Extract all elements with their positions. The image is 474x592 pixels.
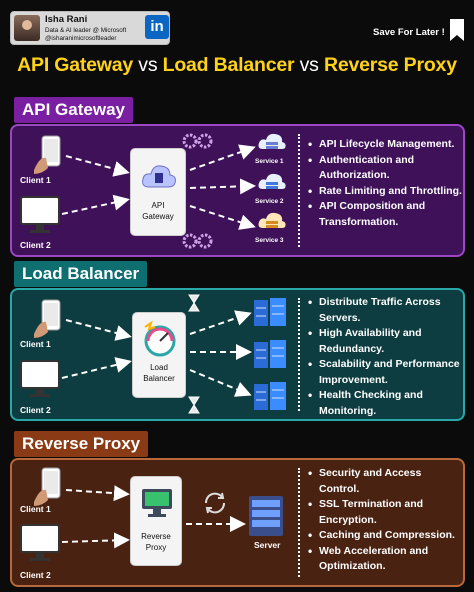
load-balancer-panel: Client 1 Client 2 Load Balancer [10, 288, 465, 421]
list-item: High Availability and Redundancy. [308, 326, 463, 357]
rp-flow-arrows [61, 485, 246, 549]
monitor-icon [20, 196, 60, 233]
list-item: Scalability and Performance Improvement. [308, 357, 463, 388]
list-item: Authentication and Authorization. [308, 153, 463, 184]
api-gateway-node[interactable]: API Gateway [130, 148, 186, 236]
phone-icon [34, 135, 61, 174]
reverse-proxy-node-line2: Proxy [145, 543, 167, 552]
reverse-proxy-node-line1: Reverse [141, 532, 171, 541]
list-item: Security and Access Control. [308, 466, 463, 497]
hourglass-icon [188, 294, 200, 312]
phone-icon [34, 299, 61, 338]
list-item: API Composition and Transformation. [308, 199, 463, 230]
avatar [14, 15, 40, 41]
gauge-icon [144, 320, 176, 357]
client-1-label: Client 1 [20, 175, 51, 185]
client-1-label: Client 1 [20, 339, 51, 349]
list-item: Caching and Compression. [308, 528, 463, 544]
server-stack-icon [254, 298, 286, 326]
list-item: Rate Limiting and Throttling. [308, 184, 463, 200]
hourglass-icon-bottom [188, 396, 200, 414]
list-item: Web Acceleration and Optimization. [308, 544, 463, 575]
divider [298, 134, 300, 247]
monitor-icon [20, 524, 60, 561]
client-2-label: Client 2 [20, 570, 51, 580]
load-balancer-heading: Load Balancer [14, 261, 148, 287]
save-for-later-text: Save For Later ! [373, 27, 445, 38]
phone-icon [34, 467, 61, 506]
service-2-label: Service 2 [255, 198, 284, 205]
reverse-proxy-panel: Client 1 Client 2 Reverse Proxy Server [10, 458, 465, 587]
header: Isha Rani Data & AI leader @ Microsoft @… [0, 0, 474, 50]
service-2-icon [258, 173, 286, 189]
monitor-icon [20, 360, 60, 397]
api-gateway-panel: Client 1 Client 2 API Gateway Service 1 … [10, 124, 465, 257]
load-balancer-node-line1: Load [150, 363, 168, 372]
api-gateway-node-line2: Gateway [142, 212, 174, 221]
cloud-gateway-icon [142, 165, 176, 188]
service-3-icon [258, 212, 286, 228]
list-item: Health Checking and Monitoring. [308, 388, 463, 419]
api-gateway-heading: API Gateway [14, 97, 133, 123]
client-2-label: Client 2 [20, 240, 51, 250]
list-item: API Lifecycle Management. [308, 137, 463, 153]
list-item: Distribute Traffic Across Servers. [308, 295, 463, 326]
reverse-proxy-heading: Reverse Proxy [14, 431, 149, 457]
author-role: Data & AI leader @ Microsoft [45, 27, 127, 34]
author-handle: @isharanimicrosoftleader [45, 35, 117, 42]
server-label: Server [254, 540, 281, 550]
server-icon [249, 496, 283, 536]
service-1-label: Service 1 [255, 158, 284, 165]
lb-flow-arrows [61, 310, 252, 397]
gears-icon [182, 133, 213, 149]
list-item: SSL Termination and Encryption. [308, 497, 463, 528]
reverse-proxy-node[interactable]: Reverse Proxy [130, 476, 182, 566]
author-name: Isha Rani [45, 14, 88, 25]
bookmark-icon[interactable] [450, 19, 464, 41]
divider [298, 298, 300, 411]
load-balancer-features: Distribute Traffic Across Servers. High … [308, 295, 463, 419]
client-2-label: Client 2 [20, 405, 51, 415]
page-title: API Gateway vs Load Balancer vs Reverse … [17, 54, 457, 76]
server-stack-icon [254, 382, 286, 410]
load-balancer-node-line2: Balancer [143, 374, 175, 383]
client-1-label: Client 1 [20, 504, 51, 514]
service-3-label: Service 3 [255, 237, 284, 244]
divider [298, 468, 300, 577]
api-gateway-node-line1: API [151, 201, 165, 210]
refresh-icon [204, 492, 226, 514]
reverse-proxy-features: Security and Access Control. SSL Termina… [308, 466, 463, 575]
proxy-computer-icon [142, 489, 172, 517]
load-balancer-node[interactable]: Load Balancer [132, 312, 186, 398]
api-flow-arrows [61, 144, 256, 230]
server-stack-icon [254, 340, 286, 368]
gears-icon-bottom [182, 233, 213, 249]
profile-card[interactable]: Isha Rani Data & AI leader @ Microsoft @… [10, 11, 170, 45]
api-gateway-features: API Lifecycle Management. Authentication… [308, 137, 463, 230]
service-1-icon [258, 133, 286, 149]
linkedin-icon[interactable]: in [145, 15, 169, 39]
